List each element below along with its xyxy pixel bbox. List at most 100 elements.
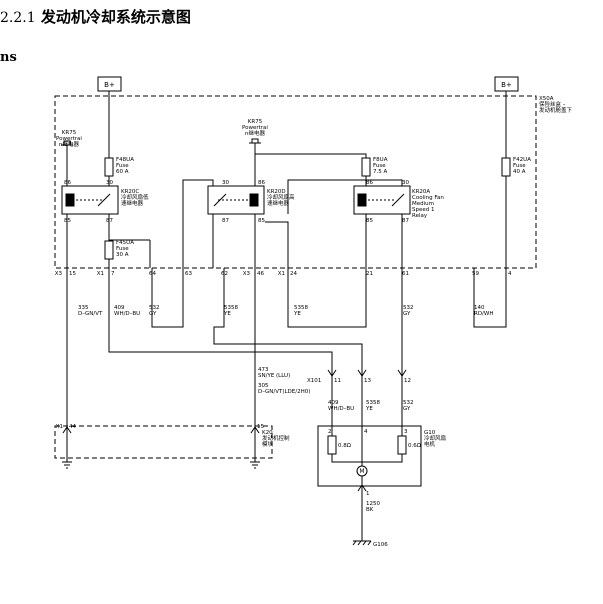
kr20a-line2: Medium [412, 201, 434, 207]
wire-473-circuit: 473 [258, 367, 269, 373]
f48ua-rating: 60 A [116, 169, 129, 175]
x50a-line1: 保险丝盒 – [539, 100, 566, 108]
k20-line2: 模块 [262, 440, 274, 448]
wire-1250-circuit: 1250 [366, 501, 380, 507]
k20-line1: 发动机控制 [262, 434, 290, 442]
kr20d-p85: 85 [258, 218, 265, 224]
fuse-f45ua-icon [104, 240, 114, 260]
fuse-f48ua-icon [104, 157, 114, 177]
motor-label: M [359, 468, 364, 475]
connector-x1-left: X1 [97, 271, 104, 277]
relay-coil-icon [357, 193, 367, 207]
wire-473-color: SN/YE (LLU) [258, 373, 290, 379]
resistor-r2-value: 0.6Ω [408, 443, 421, 449]
terminal-61: 61 [402, 271, 409, 277]
terminal-15-k20: 15 [257, 424, 264, 430]
kr20c-id: KR20C [121, 189, 139, 195]
wire-409-circuit: 409 [114, 305, 125, 311]
kr20c-p87: 87 [106, 218, 113, 224]
wire-5358b-color: YE [293, 311, 301, 317]
g10-id: G10 [424, 430, 436, 436]
connector-x1-mid: X1 [278, 271, 285, 277]
kr20a-line3: Speed 1 [412, 207, 435, 213]
kr20d-p87: 87 [222, 218, 229, 224]
wire-5358-circuit: 5358 [224, 305, 238, 311]
relay-coil-icon [249, 193, 259, 207]
kr20c-p86: 86 [64, 180, 71, 186]
wire-409b-circuit: 409 [328, 400, 339, 406]
terminal-62: 62 [221, 271, 228, 277]
kr20d-line2: 速继电器 [267, 199, 290, 207]
f8ua-rating: 7.5 A [373, 169, 387, 175]
kr20d-id: KR20D [267, 189, 286, 195]
wire-409-color: WH/D–BU [114, 311, 140, 317]
relay-kr20d [207, 185, 265, 215]
f45ua-rating: 30 A [116, 252, 129, 258]
k20-dashed-outline [54, 425, 273, 459]
battery-label-right: B+ [501, 81, 512, 89]
fuse-f8ua-icon [361, 157, 371, 177]
terminal-63: 63 [185, 271, 192, 277]
wire-305-circuit: 305 [258, 383, 269, 389]
terminal-4: 4 [508, 271, 512, 277]
connector-x101: X101 [307, 378, 321, 384]
connector-x3-left: X3 [55, 271, 63, 277]
g10-line2: 电机 [424, 440, 436, 448]
kr20c-line1: 冷却风扇低 [121, 193, 149, 201]
kr20a-id: KR20A [412, 189, 430, 195]
kr75-connectors [61, 138, 261, 146]
fuse-f42ua-icon [501, 157, 511, 177]
kr75-left-id: KR75 [62, 130, 77, 136]
wire-5358b-circuit: 5358 [294, 305, 308, 311]
wire-140-circuit: 140 [474, 305, 485, 311]
connector-x3-mid: X3 [243, 271, 251, 277]
x50a-id: X50A [539, 96, 554, 102]
kr75-left-line2: n继电器 [59, 140, 79, 148]
g10-motor-box [317, 425, 422, 487]
terminal-15: 15 [69, 271, 76, 277]
wire-532b-color: GY [403, 406, 411, 412]
resistor-r2-icon [397, 435, 407, 455]
kr20a-p86: 86 [366, 180, 373, 186]
page-subtitle: ns [0, 50, 17, 65]
g10-terminal-3: 3 [404, 429, 408, 435]
kr20d-line1: 冷却风扇高 [267, 193, 295, 201]
terminal-21: 21 [366, 271, 373, 277]
f42ua-type: Fuse [513, 163, 526, 169]
battery-label-left: B+ [104, 81, 115, 89]
g10-terminal-2: 2 [328, 429, 332, 435]
terminal-24: 24 [290, 271, 297, 277]
wire-532-right-circuit: 532 [403, 305, 414, 311]
wire-1250-color: BK [366, 507, 374, 513]
kr75-left-line1: Powertrai [56, 136, 82, 142]
x50a-line2: 发动机舱盖下 [539, 106, 573, 114]
kr20c-line2: 速继电器 [121, 199, 144, 207]
wire-532-color: GY [149, 311, 157, 317]
kr20c-p30: 30 [106, 180, 113, 186]
terminal-11: 11 [334, 378, 341, 384]
page-title: 2.2.1 发动机冷却系统示意图 [0, 6, 191, 27]
wire-532-circuit: 532 [149, 305, 160, 311]
wire-5358c-color: YE [365, 406, 373, 412]
kr75-mid-line2: n继电器 [245, 129, 265, 137]
f48ua-type: Fuse [116, 163, 129, 169]
kr20d-p86: 86 [258, 180, 265, 186]
wire-5358c-circuit: 5358 [366, 400, 380, 406]
wire-532-right-color: GY [403, 311, 411, 317]
wire-305-color: D–GN/VT(LDE/2H0) [258, 389, 310, 395]
g10-terminal-1: 1 [366, 491, 370, 497]
ground-g106-icon [352, 537, 372, 546]
f45ua-id: F45UA [116, 240, 134, 246]
kr20c-p85: 85 [64, 218, 71, 224]
connector-x1-k20: X1 [56, 424, 63, 430]
relay-coil-icon [65, 193, 75, 207]
relay-kr20c [61, 185, 119, 215]
kr20a-line4: Relay [412, 213, 428, 219]
ground-symbols-k20 [62, 458, 260, 469]
terminal-12: 12 [404, 378, 411, 384]
kr20a-p87: 87 [402, 218, 409, 224]
terminal-13: 13 [364, 378, 371, 384]
kr20a-p30: 30 [402, 180, 409, 186]
wire-335-circuit: 335 [78, 305, 89, 311]
